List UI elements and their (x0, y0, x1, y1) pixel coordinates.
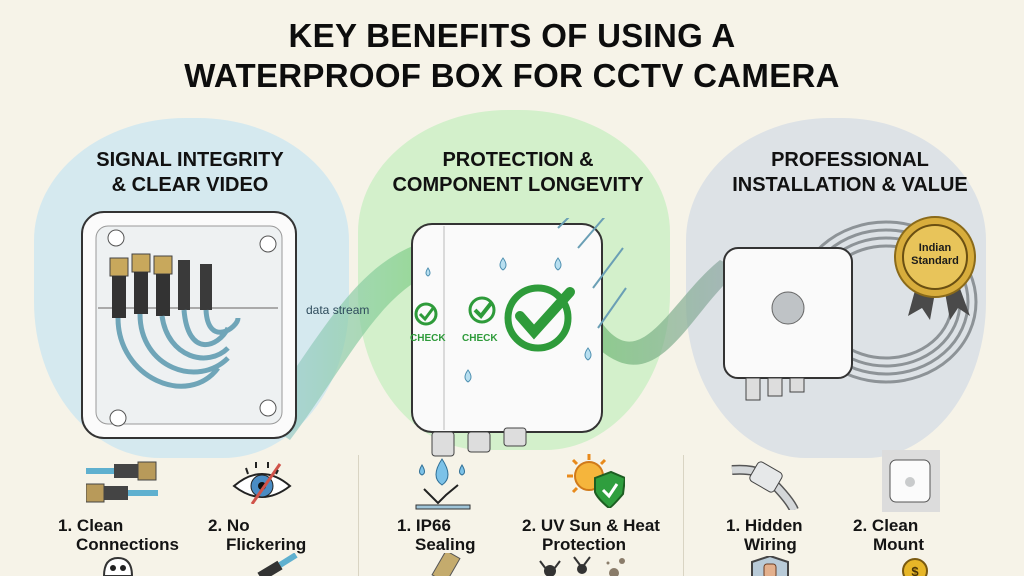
benefit-uv-protection: 2. UV Sun & Heat Protection (522, 516, 660, 554)
cable-plug-icon (257, 553, 298, 576)
benefit-number: 2. (522, 516, 537, 535)
benefit-hidden-wiring: 1. Hidden Wiring (726, 516, 803, 554)
column-divider (683, 455, 684, 576)
heading-line: PROFESSIONAL (771, 149, 929, 171)
benefit-number: 1. (58, 516, 73, 535)
indian-standard-badge-icon (894, 216, 976, 320)
bnc-connector-icon (86, 461, 158, 503)
benefit-label: Clean (871, 516, 919, 535)
benefit-clean-mount: 2. Clean Mount (853, 516, 924, 554)
benefit-label: Protection (542, 535, 627, 554)
benefit-ip66-sealing: 1. IP66 Sealing (397, 516, 475, 554)
benefit-label: Connections (76, 535, 179, 554)
benefit-number: 1. (726, 516, 741, 535)
benefit-label: Flickering (226, 535, 307, 554)
benefit-number: 2. (208, 516, 223, 535)
waterproof-box-illustration (411, 218, 627, 457)
svg-text:$: $ (911, 564, 919, 576)
page-title: KEY BENEFITS OF USING A WATERPROOF BOX F… (0, 16, 1024, 96)
heading-line: COMPONENT LONGEVITY (392, 174, 644, 196)
dollar-coin-icon: $ (902, 558, 928, 576)
check-label-1: CHECK (410, 333, 446, 344)
protection-heading: PROTECTION & COMPONENT LONGEVITY (368, 148, 668, 198)
wall-box-icon (882, 450, 940, 512)
eye-crossed-icon (232, 462, 292, 504)
title-line-1: KEY BENEFITS OF USING A (288, 17, 736, 54)
benefit-no-flickering: 2. No Flickering (208, 516, 306, 554)
benefit-label: Wiring (744, 535, 797, 554)
cable-gland-wire-icon (731, 461, 799, 510)
badge-line: Indian (918, 242, 952, 254)
column-divider (358, 455, 359, 576)
benefit-label: Sealing (415, 535, 476, 554)
hand-shield-icon (751, 556, 789, 576)
flow-wave-decoration (260, 234, 740, 440)
heading-line: PROTECTION & (442, 149, 594, 171)
benefit-number: 2. (853, 516, 868, 535)
benefit-label: UV Sun & Heat (540, 516, 660, 535)
installation-heading: PROFESSIONAL INSTALLATION & VALUE (700, 148, 1000, 198)
title-line-2: WATERPROOF BOX FOR CCTV CAMERA (184, 57, 840, 94)
sun-shield-icon (567, 454, 625, 508)
benefit-label: Clean (76, 516, 124, 535)
open-junction-box-illustration (81, 211, 297, 439)
signal-integrity-heading: SIGNAL INTEGRITY & CLEAR VIDEO (60, 148, 320, 198)
heading-line: INSTALLATION & VALUE (732, 174, 968, 196)
ghost-icon (102, 556, 134, 576)
check-label-2: CHECK (462, 333, 498, 344)
benefit-label: IP66 (415, 516, 451, 535)
benefit-clean-connections: 1. Clean Connections (58, 516, 179, 554)
benefit-label: No (226, 516, 250, 535)
data-stream-label: data stream (306, 303, 370, 317)
badge-line: Standard (911, 255, 959, 267)
water-drop-repel-icon (415, 458, 471, 510)
heading-line: SIGNAL INTEGRITY (96, 149, 284, 171)
insects-dust-icon (539, 556, 625, 576)
cable-gland-icon (431, 553, 461, 576)
benefit-label: Hidden (744, 516, 803, 535)
benefit-number: 1. (397, 516, 412, 535)
badge-text: Indian Standard (905, 242, 965, 268)
benefit-label: Mount (873, 535, 924, 554)
heading-line: & CLEAR VIDEO (111, 174, 269, 196)
